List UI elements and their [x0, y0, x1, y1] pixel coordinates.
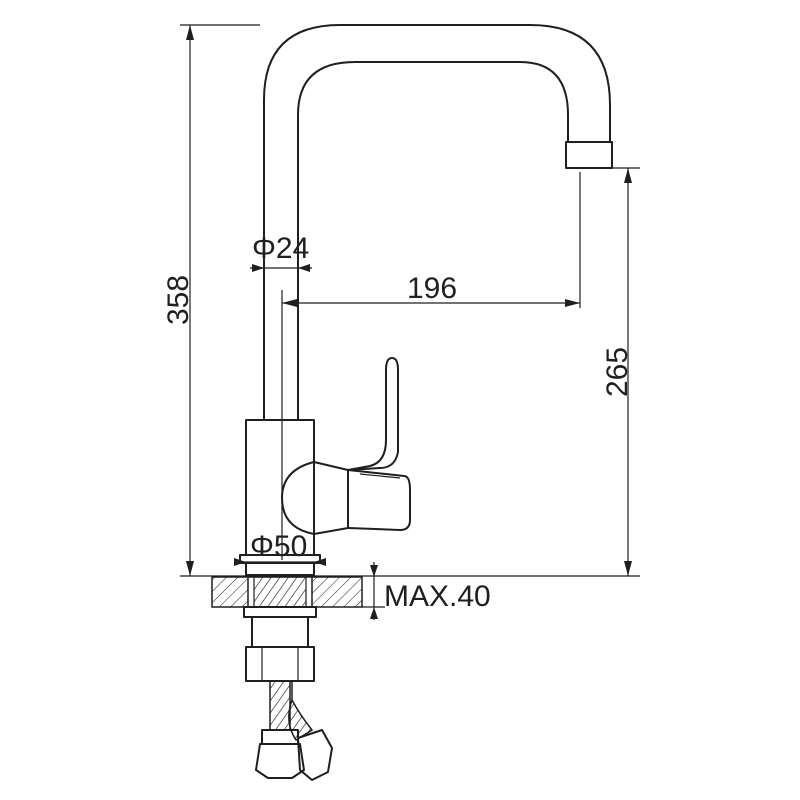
threaded-shank: [253, 576, 307, 608]
hose-nut-right: [297, 729, 333, 781]
handle-lever: [347, 357, 411, 531]
hex-nut: [245, 646, 315, 682]
dimension-total-height: 358: [162, 24, 640, 577]
supply-hoses: [255, 680, 333, 781]
label-reach: 196: [407, 272, 457, 305]
dimension-base-diameter: Φ50: [234, 530, 326, 566]
dimension-max-thickness: MAX.40: [362, 562, 491, 620]
spout: [263, 24, 613, 421]
handle-hub: [281, 461, 315, 535]
label-max-thickness: MAX.40: [384, 580, 491, 613]
label-base-diameter: Φ50: [250, 530, 307, 563]
dimension-spout-diameter: Φ24: [250, 232, 312, 272]
dimension-spout-height: 265: [580, 167, 640, 576]
mounting-assembly: [211, 554, 363, 682]
label-spout-diameter: Φ24: [252, 232, 309, 265]
label-spout-height: 265: [601, 347, 634, 397]
label-total-height: 358: [162, 275, 195, 325]
hose-nut-left: [255, 743, 305, 779]
dimension-reach: 196: [281, 172, 581, 560]
aerator: [565, 141, 613, 169]
